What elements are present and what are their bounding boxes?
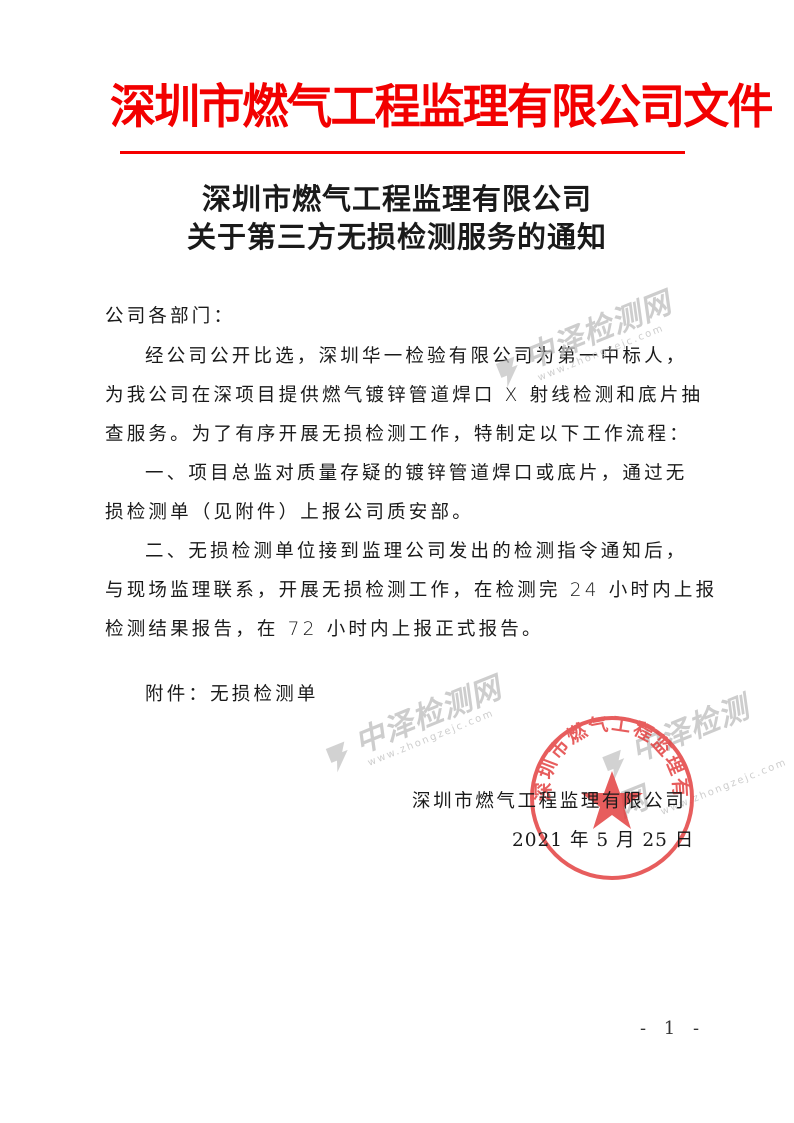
document-title-line-2: 关于第三方无损检测服务的通知 xyxy=(186,220,607,254)
body-line: 为我公司在深项目提供燃气镀锌管道焊口 X 射线检测和底片抽 xyxy=(105,385,704,406)
watermark-logo-icon xyxy=(491,353,528,391)
watermark: 中泽检测网 www.zhongzejc.com xyxy=(592,677,789,831)
body-line: 查服务。为了有序开展无损检测工作，特制定以下工作流程： xyxy=(105,424,691,445)
body-line: 与现场监理联系，开展无损检测工作，在检测完 24 小时内上报 xyxy=(105,580,718,601)
salutation: 公司各部门： xyxy=(105,306,236,327)
body-line: 二、无损检测单位接到监理公司发出的检测指令通知后， xyxy=(145,541,688,562)
masthead-rule xyxy=(120,151,685,154)
document-title-line-1: 深圳市燃气工程监理有限公司 xyxy=(201,182,592,216)
body-line: 一、项目总监对质量存疑的镀锌管道焊口或底片，通过无 xyxy=(145,463,688,484)
watermark: 中泽检测网 www.zhongzejc.com xyxy=(315,663,510,782)
signature-date: 2021 年 5 月 25 日 xyxy=(512,830,695,851)
watermark-logo-icon xyxy=(321,738,358,776)
masthead-title: 深圳市燃气工程监理有限公司文件 xyxy=(110,80,773,135)
official-seal-icon: 深圳市燃气工程监理有限公司 xyxy=(527,713,694,880)
signature-company: 深圳市燃气工程监理有限公司 xyxy=(412,791,687,812)
body-line: 损检测单（见附件）上报公司质安部。 xyxy=(105,502,474,523)
attachment-note: 附件：无损检测单 xyxy=(145,684,319,705)
page-number: - 1 - xyxy=(640,1018,706,1039)
watermark: 中泽检测网 www.zhongzejc.com xyxy=(485,278,680,397)
watermark-logo-icon xyxy=(598,746,635,784)
body-line: 经公司公开比选，深圳华一检验有限公司为第一中标人， xyxy=(145,346,688,367)
body-line: 检测结果报告，在 72 小时内上报正式报告。 xyxy=(105,619,544,640)
